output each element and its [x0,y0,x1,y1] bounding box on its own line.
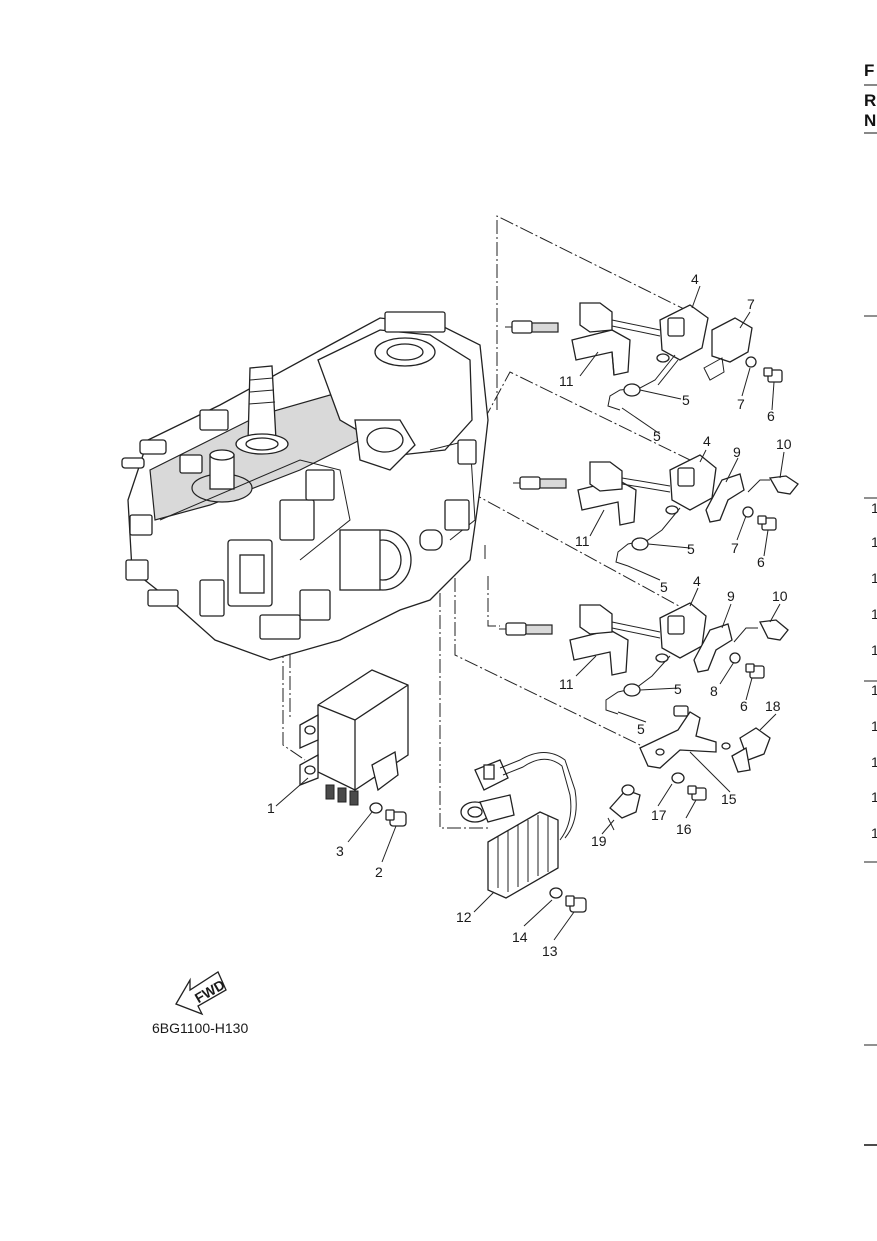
page-edge: F R N 1 1 1 1 1 1 1 1 1 1 [864,61,877,1146]
callout-4: 4 [703,433,711,449]
callout-5: 5 [653,428,661,444]
ignition-coil-row-3 [499,602,789,715]
edge-letter: N [864,111,876,130]
engine-block [121,311,489,661]
bracket-and-clamps [607,705,771,831]
edge-number: 1 [871,718,877,734]
callout-6: 6 [767,408,775,424]
callout-10: 10 [772,588,788,604]
callout-7: 7 [737,396,745,412]
edge-letter: F [864,61,874,80]
edge-number: 1 [871,570,877,586]
callout-6: 6 [740,698,748,714]
callout-7: 7 [731,540,739,556]
edge-number: 1 [871,825,877,841]
callout-18: 18 [765,698,781,714]
edge-number: 1 [871,789,877,805]
callout-14: 14 [512,929,528,945]
callout-12: 12 [456,909,472,925]
edge-letter: R [864,91,876,110]
callout-5: 5 [660,579,668,595]
callout-11: 11 [575,533,590,549]
callout-9: 9 [727,588,735,604]
edge-number: 1 [871,534,877,550]
callout-17: 17 [651,807,667,823]
callout-16: 16 [676,821,692,837]
callout-13: 13 [542,943,558,959]
edge-number: 1 [871,606,877,622]
callout-3: 3 [336,843,344,859]
callout-1: 1 [267,800,275,816]
callout-15: 15 [721,791,737,807]
cdi-unit [299,669,409,827]
callout-8: 7 [747,296,755,312]
edge-number: 1 [871,642,877,658]
edge-number: 1 [871,500,877,516]
callout-11: 11 [559,373,574,389]
callout-7: 8 [710,683,718,699]
rectifier-regulator [460,752,587,913]
callout-4: 4 [693,573,701,589]
callout-5: 5 [674,681,682,697]
callout-11: 11 [559,676,574,692]
callout-9: 9 [733,444,741,460]
callout-5: 5 [682,392,690,408]
callout-5: 5 [637,721,645,737]
ignition-coil-row-2 [513,454,799,567]
ignition-coil-row-1 [505,302,783,411]
callouts: 4 7 5 5 7 6 11 4 9 10 5 5 7 6 11 4 9 10 … [267,271,792,959]
edge-number: 1 [871,682,877,698]
leader-lines [275,285,785,941]
diagram-code: 6BG1100-H130 [152,1020,248,1036]
callout-4: 4 [691,271,699,287]
fwd-arrow-icon: FWD [175,971,227,1016]
callout-10: 10 [776,436,792,452]
callout-2: 2 [375,864,383,880]
edge-number: 1 [871,754,877,770]
callout-5: 5 [687,541,695,557]
callout-19: 19 [591,833,607,849]
callout-6: 6 [757,554,765,570]
